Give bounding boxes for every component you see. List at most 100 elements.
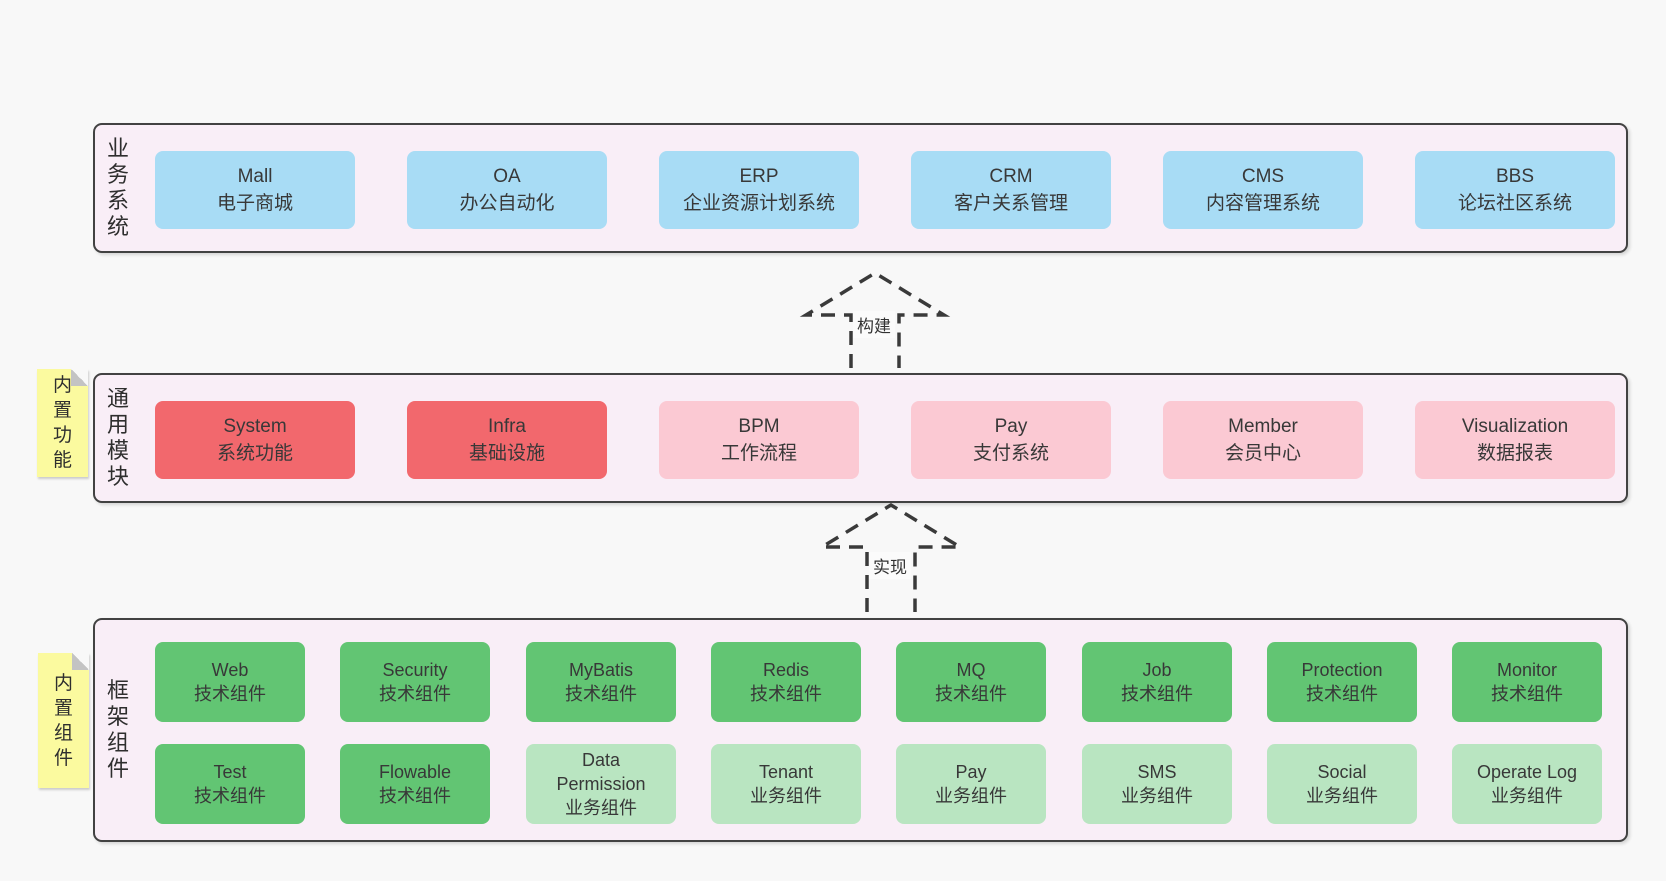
box-title: Security (382, 660, 448, 680)
box-title: Tenant (758, 762, 814, 782)
band-label-business-systems: 业务系统 (104, 125, 132, 251)
sticky-note-built-in-features: 内置功能 (37, 369, 88, 477)
box-subtitle: 业务组件 (1121, 786, 1193, 806)
box-security: Security 技术组件 (340, 642, 490, 722)
box-member: Member 会员中心 (1163, 401, 1363, 479)
box-job: Job 技术组件 (1082, 642, 1232, 722)
box-title: Web (211, 660, 249, 680)
box-pay: Pay 支付系统 (911, 401, 1111, 479)
box-subtitle: 业务组件 (750, 786, 822, 806)
sticky-note-built-in-components: 内置组件 (38, 653, 89, 788)
sticky-note-text: 内置功能 (52, 375, 72, 471)
arrow-label-build: 构建 (853, 311, 895, 338)
sticky-fold-icon (72, 653, 89, 670)
box-title: Pay (994, 416, 1028, 437)
box-infra: Infra 基础设施 (407, 401, 607, 479)
box-subtitle: 业务组件 (565, 798, 637, 818)
box-title: Visualization (1461, 416, 1569, 437)
band-label-framework-components: 框架组件 (104, 620, 132, 840)
box-erp: ERP 企业资源计划系统 (659, 151, 859, 229)
dashed-up-arrow-implement-icon (815, 502, 967, 612)
box-title: Member (1228, 416, 1298, 437)
band-common-modules: 通用模块 System 系统功能 Infra 基础设施 BPM 工作流程 Pay… (93, 373, 1628, 503)
box-title: Job (1142, 660, 1172, 680)
box-title: CRM (989, 166, 1033, 187)
box-system: System 系统功能 (155, 401, 355, 479)
box-title: MQ (956, 660, 986, 680)
box-subtitle: 论坛社区系统 (1457, 193, 1572, 214)
box-title: BBS (1495, 166, 1535, 187)
box-title: SMS (1137, 762, 1177, 782)
box-cms: CMS 内容管理系统 (1163, 151, 1363, 229)
box-visualization: Visualization 数据报表 (1415, 401, 1615, 479)
box-subtitle: 技术组件 (750, 684, 822, 704)
box-title: Monitor (1496, 660, 1558, 680)
arrow-label-implement: 实现 (869, 552, 911, 579)
box-subtitle: 内容管理系统 (1205, 193, 1320, 214)
box-title: System (223, 416, 287, 437)
box-subtitle: 工作流程 (720, 443, 797, 464)
box-subtitle: 客户关系管理 (953, 193, 1068, 214)
box-mall: Mall 电子商城 (155, 151, 355, 229)
box-subtitle: 技术组件 (565, 684, 637, 704)
box-pay-component: Pay 业务组件 (896, 744, 1046, 824)
box-tenant: Tenant 业务组件 (711, 744, 861, 824)
box-title: CMS (1241, 166, 1285, 187)
box-subtitle: 业务组件 (935, 786, 1007, 806)
box-title: Mall (237, 166, 273, 187)
box-subtitle: 技术组件 (1306, 684, 1378, 704)
box-oa: OA 办公自动化 (407, 151, 607, 229)
box-bbs: BBS 论坛社区系统 (1415, 151, 1615, 229)
band-framework-components: 框架组件 Web 技术组件 Security 技术组件 MyBatis 技术组件… (93, 618, 1628, 842)
box-title: Flowable (378, 762, 452, 782)
box-title: Infra (487, 416, 527, 437)
box-bpm: BPM 工作流程 (659, 401, 859, 479)
box-test: Test 技术组件 (155, 744, 305, 824)
sticky-note-text: 内置组件 (53, 672, 73, 769)
box-monitor: Monitor 技术组件 (1452, 642, 1602, 722)
band-label-text: 业务系统 (106, 136, 129, 239)
box-subtitle: 技术组件 (935, 684, 1007, 704)
box-title: Social (1317, 762, 1367, 782)
box-title: Redis (762, 660, 810, 680)
box-subtitle: 基础设施 (468, 443, 545, 464)
box-subtitle: 技术组件 (1491, 684, 1563, 704)
band-business-systems: 业务系统 Mall 电子商城 OA 办公自动化 ERP 企业资源计划系统 CRM… (93, 123, 1628, 253)
box-subtitle: 企业资源计划系统 (682, 193, 835, 214)
box-subtitle: 技术组件 (379, 786, 451, 806)
box-data-permission: Data Permission 业务组件 (526, 744, 676, 824)
box-operate-log: Operate Log 业务组件 (1452, 744, 1602, 824)
band-label-common-modules: 通用模块 (104, 375, 132, 501)
box-web: Web 技术组件 (155, 642, 305, 722)
box-subtitle: 业务组件 (1491, 786, 1563, 806)
box-subtitle: 技术组件 (379, 684, 451, 704)
box-subtitle: 支付系统 (972, 443, 1049, 464)
sticky-fold-icon (71, 369, 88, 386)
box-title: OA (493, 166, 521, 187)
box-subtitle: 电子商城 (216, 193, 293, 214)
box-subtitle: 技术组件 (194, 684, 266, 704)
dashed-up-arrow-build-icon (799, 270, 951, 368)
box-title: ERP (739, 166, 779, 187)
box-title: MyBatis (568, 660, 633, 680)
box-flowable: Flowable 技术组件 (340, 744, 490, 824)
band-label-text: 框架组件 (106, 678, 129, 781)
box-social: Social 业务组件 (1267, 744, 1417, 824)
box-title: Operate Log (1476, 762, 1578, 782)
box-subtitle: 数据报表 (1476, 443, 1553, 464)
box-mybatis: MyBatis 技术组件 (526, 642, 676, 722)
box-subtitle: 会员中心 (1224, 443, 1301, 464)
box-title: Data Permission (556, 750, 646, 794)
box-mq: MQ 技术组件 (896, 642, 1046, 722)
band-label-text: 通用模块 (106, 386, 129, 489)
box-title: Pay (955, 762, 987, 782)
box-sms: SMS 业务组件 (1082, 744, 1232, 824)
box-title: Protection (1301, 660, 1383, 680)
box-subtitle: 技术组件 (194, 786, 266, 806)
box-subtitle: 办公自动化 (459, 193, 555, 214)
box-title: BPM (738, 416, 780, 437)
box-crm: CRM 客户关系管理 (911, 151, 1111, 229)
box-redis: Redis 技术组件 (711, 642, 861, 722)
box-subtitle: 技术组件 (1121, 684, 1193, 704)
